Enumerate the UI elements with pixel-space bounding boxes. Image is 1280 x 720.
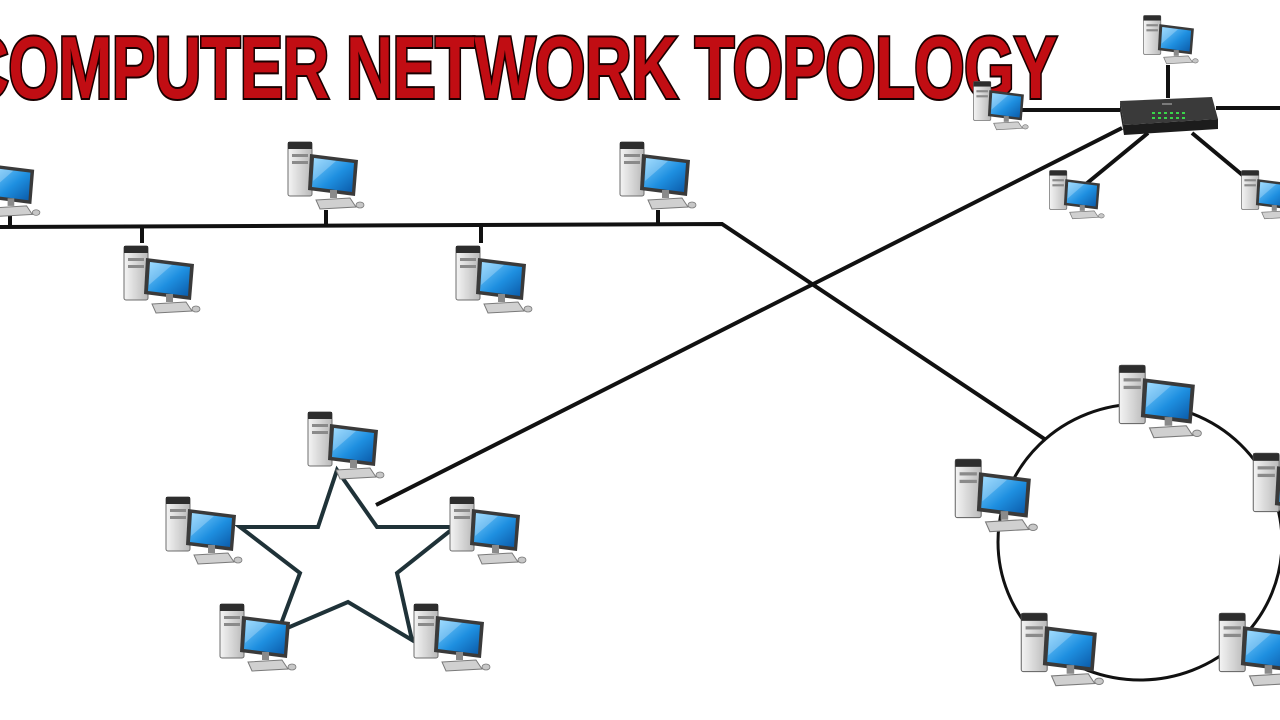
desktop-computer-icon [287,141,365,210]
cables [0,65,1280,682]
desktop-computer-icon [1118,364,1202,439]
desktop-computer-icon [413,603,491,672]
desktop-computer-icon [1020,612,1104,687]
desktop-computer-icon [123,245,201,314]
desktop-computer-icon [0,152,41,217]
bus-backbone-cable [0,221,1048,442]
desktop-computer-icon [455,245,533,314]
desktop-computer-icon [165,496,243,565]
page-title: COMPUTER NETWORK TOPOLOGY [0,18,1059,117]
desktop-computer-icon [619,141,697,210]
desktop-computer-icon [1252,452,1280,527]
switch-link-cable [1190,131,1248,180]
star-cable [234,465,461,645]
trunk-cable [375,126,1123,507]
desktop-computer-icon [973,81,1029,131]
desktop-computer-icon [1218,612,1280,687]
switch-link-cable [1084,131,1150,186]
desktop-computer-icon [1143,15,1199,65]
desktop-computer-icon [307,411,385,480]
desktop-computer-icon [1241,170,1280,220]
desktop-computer-icon [954,458,1038,533]
network-switch-icon [1120,97,1218,135]
desktop-computer-icon [449,496,527,565]
